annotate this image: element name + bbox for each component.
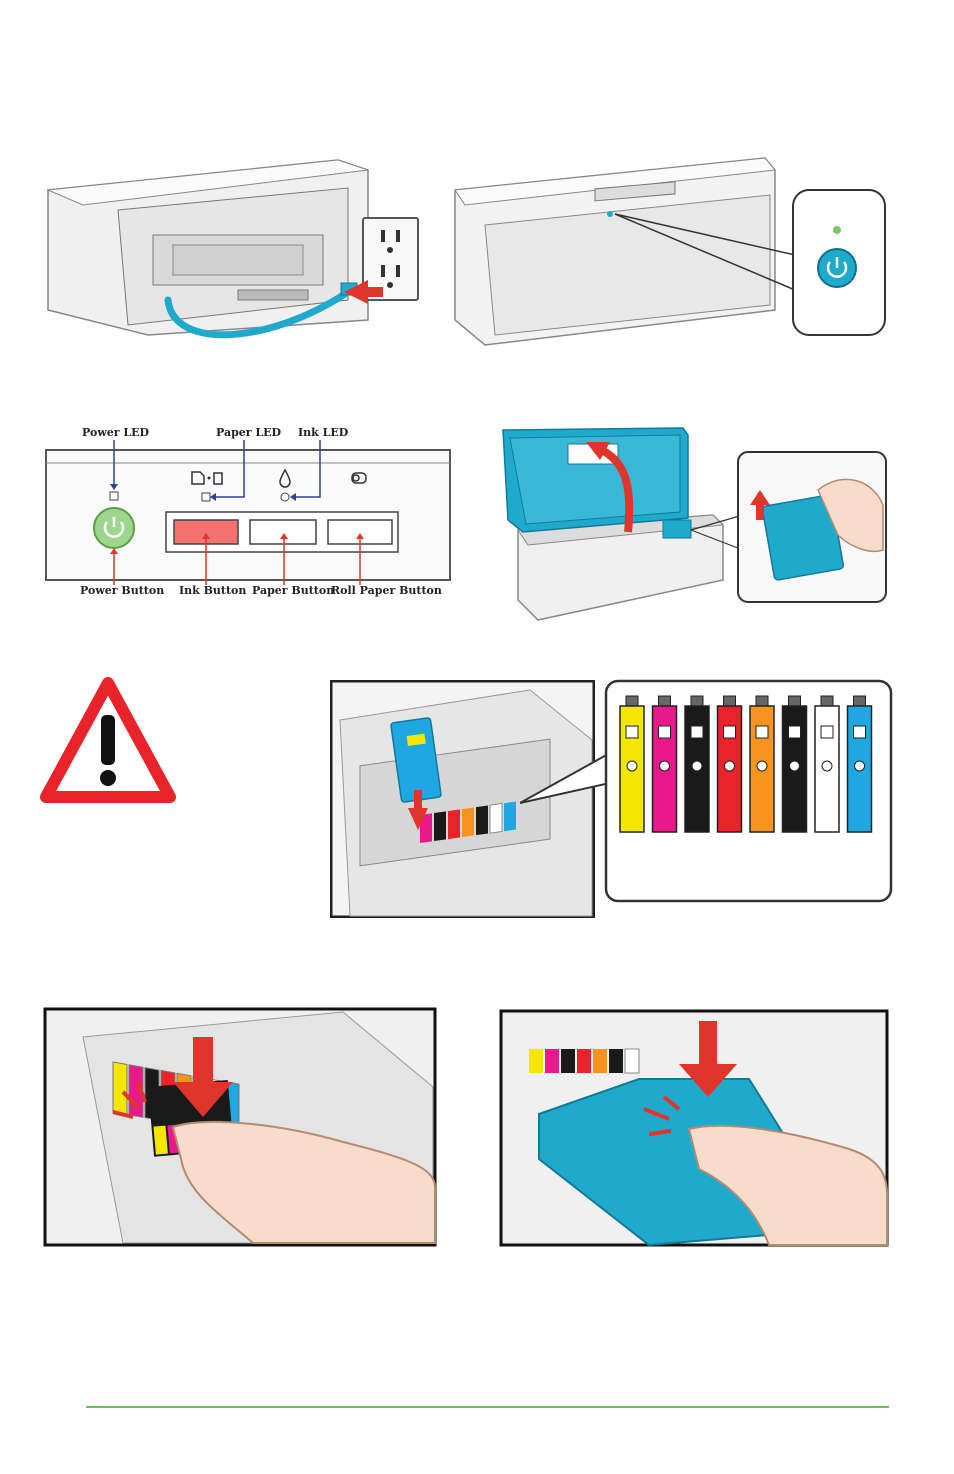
ink-cartridge — [750, 696, 774, 832]
ink-button-label: Ink Button — [179, 584, 246, 597]
power-button — [94, 508, 134, 548]
ink-led-label: Ink LED — [298, 426, 348, 439]
paper-led-label: Paper LED — [216, 426, 281, 439]
paper-button — [250, 520, 316, 544]
power-button-label: Power Button — [80, 584, 164, 597]
ink-cartridge — [653, 696, 677, 832]
ink-cartridge — [685, 696, 709, 832]
power-led-label: Power LED — [82, 426, 149, 439]
paper-button-label: Paper Button — [252, 584, 334, 597]
footer-rule — [86, 1406, 889, 1408]
ink-cartridge — [848, 696, 872, 832]
control-panel-outline — [44, 420, 454, 605]
printer-power-cord-illustration — [38, 150, 423, 350]
printer-power-button-illustration — [445, 150, 890, 350]
control-panel-diagram: Power LED Paper LED Ink LED Power Button… — [44, 420, 454, 605]
ink-cartridge-callout — [520, 678, 894, 904]
open-printer-cover-illustration — [498, 420, 890, 632]
roll-paper-button-label: Roll Paper Button — [331, 584, 442, 597]
power-led-indicator — [833, 226, 841, 234]
warning-triangle-icon — [40, 675, 176, 805]
ink-cartridge — [718, 696, 742, 832]
ink-cartridge — [783, 696, 807, 832]
close-cover-illustration — [499, 1009, 889, 1247]
ink-cartridge — [815, 696, 839, 832]
press-cartridge-illustration — [43, 1007, 437, 1247]
ink-cartridge — [620, 696, 644, 832]
